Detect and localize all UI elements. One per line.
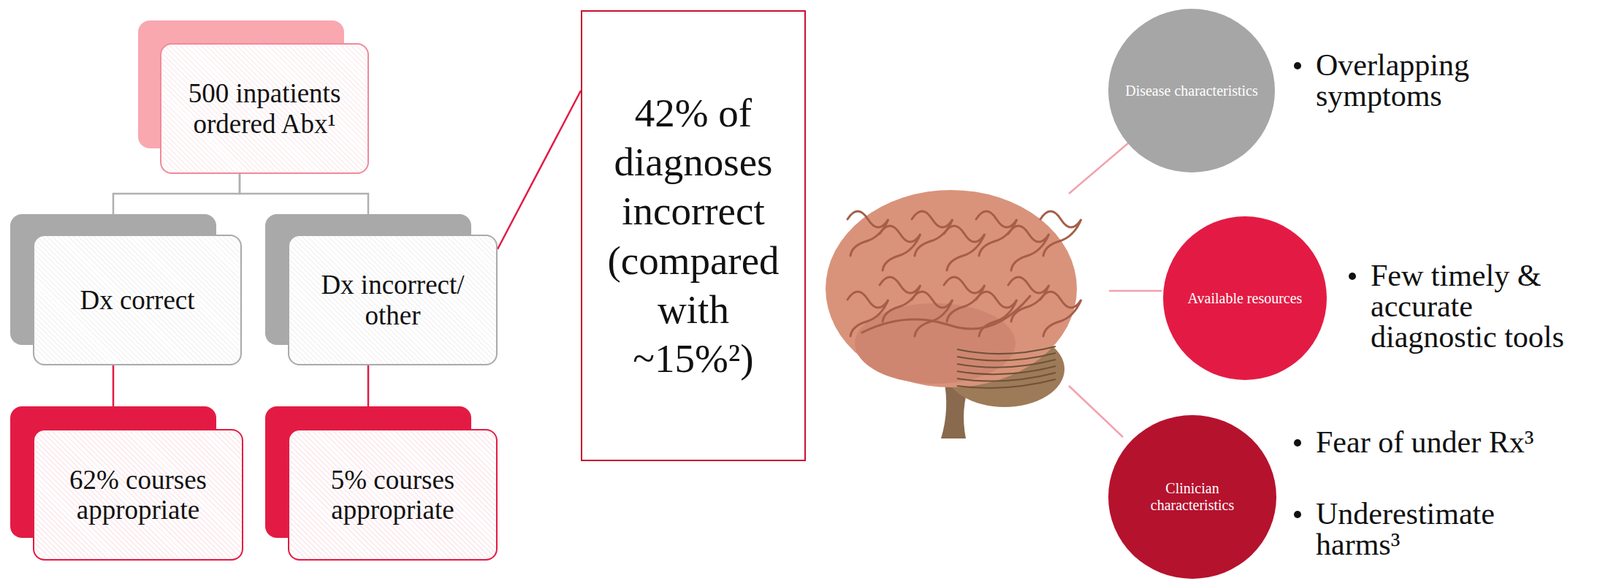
bullet-item: Few timely & accurate diagnostic tools <box>1348 260 1595 353</box>
folium-line <box>957 352 1056 361</box>
node-text: Disease characteristics <box>1125 82 1259 100</box>
result-box: 62% courses appropriate <box>32 428 244 561</box>
bullet-text: Fear of under Rx³ <box>1315 426 1587 458</box>
leader-line <box>1068 385 1123 437</box>
sulcus-line <box>862 295 1031 333</box>
factor-circle: Available resources <box>1163 216 1327 380</box>
bullet-dot <box>1293 62 1302 70</box>
node-text: Clinician characteristics <box>1122 480 1262 514</box>
gyrus-line <box>911 291 953 337</box>
factor-circle: Disease characteristics <box>1108 8 1275 173</box>
folium-line <box>957 346 1056 354</box>
node-text: 42% of diagnoses incorrect (compared wit… <box>593 88 793 383</box>
leader-line <box>1068 143 1129 194</box>
gyri <box>847 211 1082 337</box>
gyrus-line <box>847 211 889 256</box>
cerebellum-folds <box>957 346 1056 388</box>
folium-line <box>957 379 1056 388</box>
bullet-text: Few timely & accurate diagnostic tools <box>1370 260 1595 353</box>
gyrus-line <box>976 211 1017 256</box>
node-text: 500 inpatients ordered Abx¹ <box>171 78 358 139</box>
result-box: 5% courses appropriate <box>287 428 498 561</box>
gyrus-line <box>911 211 953 256</box>
leader-lines <box>1068 143 1162 437</box>
bullet-dot <box>1293 510 1302 518</box>
gyrus-line <box>943 225 985 271</box>
bullet-dot <box>1348 272 1356 280</box>
gyrus-line <box>879 276 921 322</box>
bullet-dot <box>1293 439 1302 447</box>
folium-line <box>957 372 1056 382</box>
cerebrum <box>825 189 1077 388</box>
bullet-text: Underestimate harms³ <box>1315 498 1587 560</box>
bullet-item: Underestimate harms³ <box>1293 498 1587 560</box>
connector-line <box>497 90 581 250</box>
gyrus-line <box>1008 225 1050 271</box>
node-text: 5% courses appropriate <box>299 464 486 526</box>
gyrus-line <box>1040 211 1082 256</box>
brain-illustration <box>825 189 1082 439</box>
factor-circle: Clinician characteristics <box>1108 414 1277 579</box>
bullet-item: Fear of under Rx³ <box>1293 426 1587 458</box>
node-text: Dx incorrect/ other <box>299 269 486 331</box>
leader-line <box>1109 290 1162 293</box>
node-text: Dx correct <box>79 284 195 315</box>
bullet-item: Overlapping symptoms <box>1293 49 1587 112</box>
gyrus-line <box>879 225 921 271</box>
folium-line <box>957 359 1056 368</box>
outcome-box: Dx incorrect/ other <box>287 234 498 366</box>
gyrus-line <box>943 276 985 322</box>
outcome-box: Dx correct <box>32 234 242 366</box>
callout-box: 42% of diagnoses incorrect (compared wit… <box>580 10 806 462</box>
gyrus-line <box>1040 291 1082 337</box>
node-text: 62% courses appropriate <box>44 464 232 526</box>
node-text: Available resources <box>1187 290 1303 307</box>
bullet-text: Overlapping symptoms <box>1315 49 1587 112</box>
start-box: 500 inpatients ordered Abx¹ <box>160 43 369 174</box>
folium-line <box>957 366 1056 375</box>
